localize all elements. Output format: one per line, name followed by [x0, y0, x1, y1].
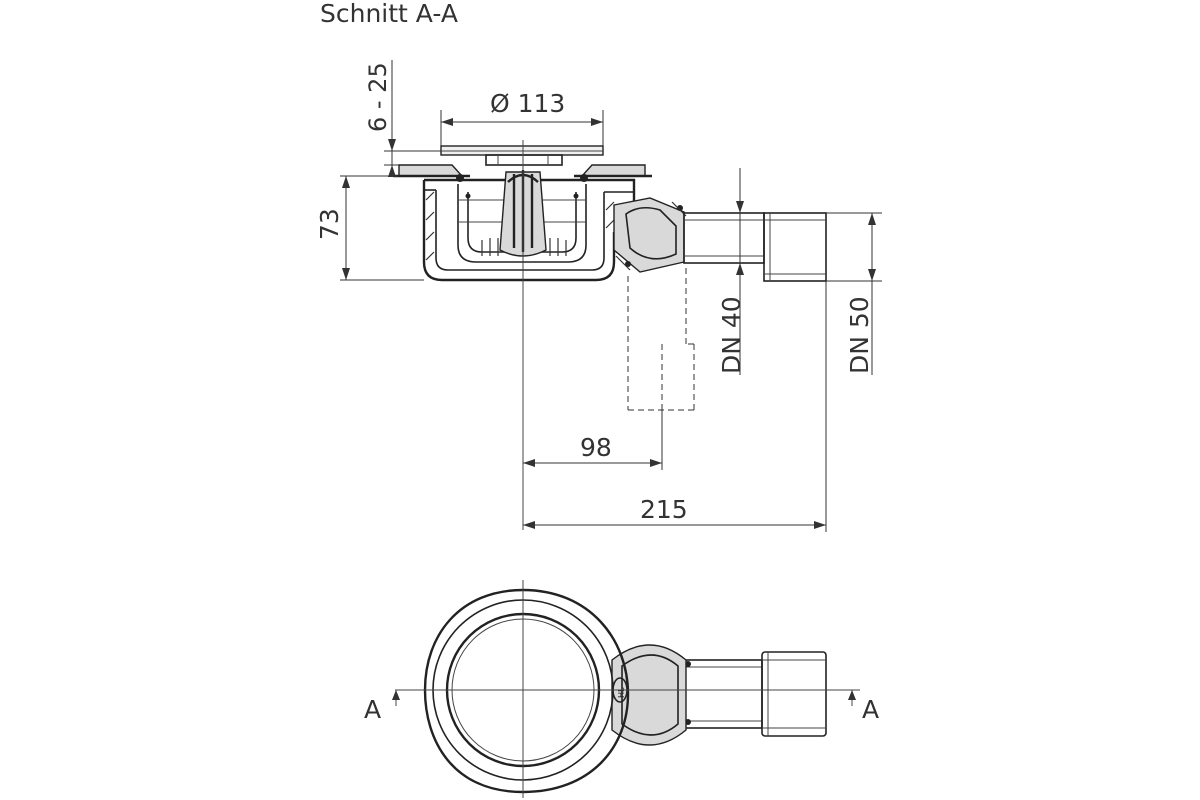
grate-support [485, 154, 563, 166]
wall-hatching [425, 191, 615, 261]
gasket-right [580, 174, 588, 182]
dim-offset-label: 98 [580, 433, 612, 462]
section-marker-right: A [848, 690, 879, 724]
dim-length: 215 [523, 281, 827, 532]
dim-length-label: 215 [640, 495, 688, 524]
drain-section-view [393, 145, 827, 411]
dim-dn40: DN 40 [717, 168, 746, 375]
section-marker-left-label: A [364, 695, 381, 724]
plan-outlet-pipe [679, 659, 763, 729]
trap-bell [457, 184, 587, 263]
section-title: Schnitt A-A [320, 0, 458, 28]
outlet-elbow [613, 197, 685, 273]
dim-dn50-label: DN 50 [845, 296, 874, 374]
dim-adjust: 6 - 25 [364, 60, 441, 177]
plan-outlet-sleeve [761, 651, 827, 737]
housing-outer [422, 180, 616, 282]
dim-offset: 98 [523, 410, 663, 470]
dim-diameter-label: Ø 113 [490, 89, 565, 118]
right-flange [580, 164, 646, 177]
dim-dn50: DN 50 [826, 212, 882, 375]
housing-inner [435, 190, 605, 271]
vertical-outlet-option [627, 268, 695, 411]
section-marker-right-label: A [862, 695, 879, 724]
basket-ribs [481, 238, 567, 256]
section-marker-left: A [364, 690, 400, 724]
brand-mark: HL [617, 687, 626, 698]
dim-height: 73 [315, 175, 424, 281]
outlet-sleeve-dn50 [763, 212, 827, 282]
dim-diameter: Ø 113 [440, 89, 604, 146]
dim-adjust-label: 6 - 25 [364, 62, 392, 132]
dim-dn40-label: DN 40 [717, 296, 746, 374]
plan-housing-outer [423, 588, 630, 794]
left-flange [398, 164, 464, 177]
dim-height-label: 73 [315, 208, 344, 240]
gasket-left [456, 174, 464, 182]
plan-elbow [611, 644, 687, 746]
drain-plan-view: HL [423, 588, 827, 794]
